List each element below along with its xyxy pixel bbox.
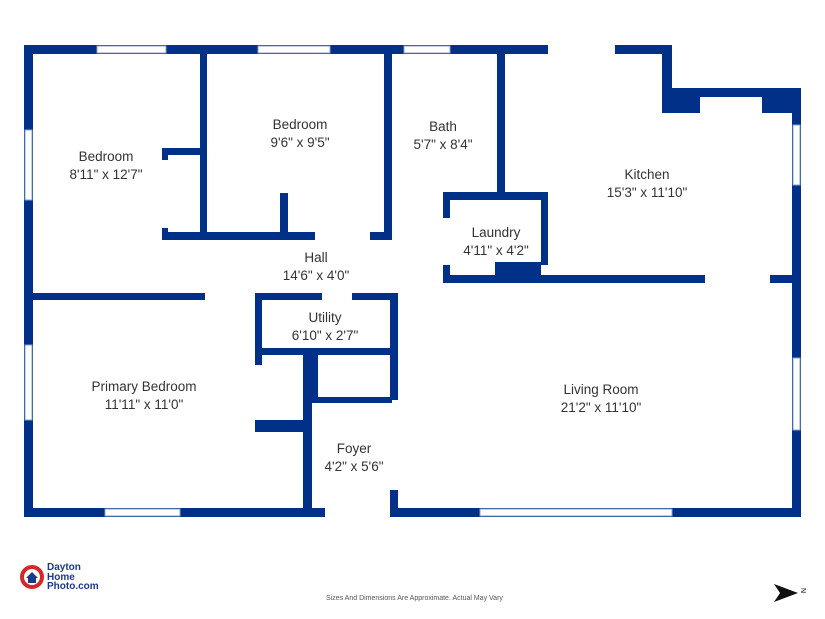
room-name: Living Room <box>563 382 639 397</box>
logo-line3: Photo.com <box>47 581 99 592</box>
walls <box>24 45 801 517</box>
room-dims: 6'10" x 2'7" <box>291 328 359 343</box>
room-utility: Utility 6'10" x 2'7" <box>292 309 359 345</box>
room-name: Kitchen <box>624 167 670 182</box>
room-hall: Hall 14'6" x 4'0" <box>283 249 350 285</box>
room-dims: 4'2" x 5'6" <box>324 459 384 474</box>
room-foyer: Foyer 4'2" x 5'6" <box>324 440 383 476</box>
compass: N <box>772 582 812 609</box>
disclaimer: Sizes And Dimensions Are Approximate. Ac… <box>326 595 503 602</box>
room-living-room: Living Room 21'2" x 11'10" <box>561 381 642 417</box>
room-kitchen: Kitchen 15'3" x 11'10" <box>607 166 688 202</box>
room-dims: 11'11" x 11'0" <box>104 397 184 412</box>
room-laundry: Laundry 4'11" x 4'2" <box>463 224 529 260</box>
room-name: Bath <box>429 119 457 134</box>
room-name: Hall <box>304 250 328 265</box>
room-dims: 8'11" x 12'7" <box>69 167 143 182</box>
room-dims: 5'7" x 8'4" <box>413 137 473 152</box>
room-bedroom-2: Bedroom 9'6" x 9'5" <box>270 116 329 152</box>
house-logo-icon <box>20 565 44 590</box>
room-bath: Bath 5'7" x 8'4" <box>413 118 472 154</box>
room-dims: 14'6" x 4'0" <box>282 268 350 283</box>
room-primary-bedroom: Primary Bedroom 11'11" x 11'0" <box>91 378 196 414</box>
north-arrow-icon <box>774 584 798 602</box>
room-name: Bedroom <box>78 149 134 164</box>
compass-label: N <box>799 587 807 594</box>
room-dims: 4'11" x 4'2" <box>463 243 529 258</box>
logo-line1: Dayton <box>47 562 81 573</box>
room-dims: 15'3" x 11'10" <box>606 185 688 200</box>
room-dims: 21'2" x 11'10" <box>560 400 642 415</box>
logo-line2: Home <box>47 571 75 583</box>
windows <box>24 45 801 517</box>
room-name: Bedroom <box>272 117 328 132</box>
room-name: Utility <box>308 310 342 325</box>
room-name: Laundry <box>471 225 521 240</box>
room-name: Primary Bedroom <box>91 379 197 394</box>
room-name: Foyer <box>336 441 372 456</box>
room-bedroom-1: Bedroom 8'11" x 12'7" <box>69 148 142 184</box>
room-dims: 9'6" x 9'5" <box>270 135 330 150</box>
